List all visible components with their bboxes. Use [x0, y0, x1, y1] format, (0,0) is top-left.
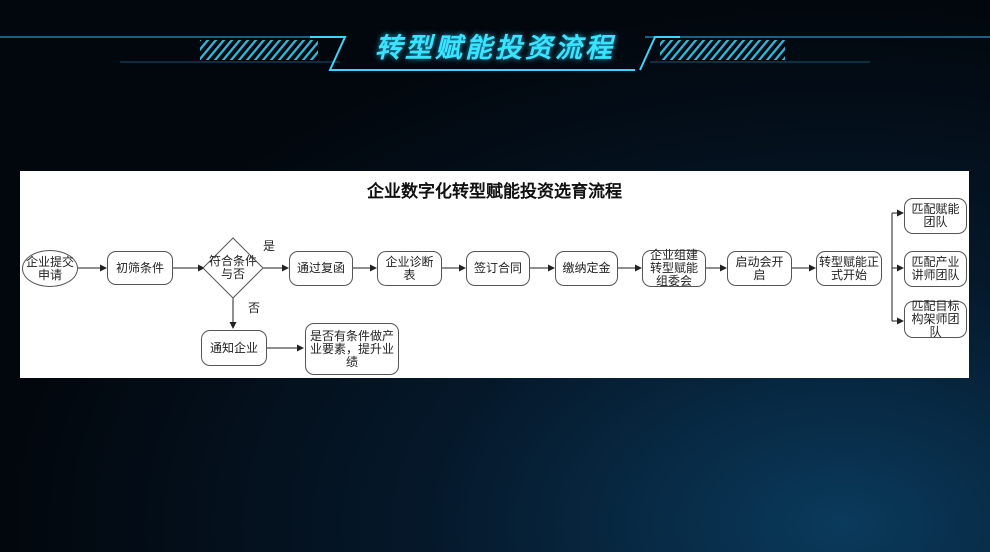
node-start: 转型赋能正式开始: [816, 251, 882, 286]
decision-diamond: [202, 237, 264, 299]
node-review: 通过复函: [289, 251, 353, 286]
node-committee: 企业组建转型赋能组委会: [642, 249, 706, 288]
flowchart-panel: 企业数字化转型赋能投资选育流程 企业提交申请 初筛条件: [20, 171, 969, 378]
node-deposit: 缴纳定金: [555, 251, 618, 286]
flowchart-connectors: [78, 209, 904, 352]
label-yes: 是: [262, 239, 275, 253]
page-title: 转型赋能投资流程: [375, 33, 615, 64]
header-decoration: [0, 36, 990, 71]
node-team3: 匹配目标构架师团队: [904, 300, 967, 339]
node-decision: 符合条件与否: [208, 254, 257, 281]
node-apply: 企业提交申请: [22, 250, 78, 287]
node-diagnosis: 企业诊断表: [377, 251, 442, 286]
node-notify: 通知企业: [201, 330, 267, 366]
diagram-title: 企业数字化转型赋能投资选育流程: [367, 182, 622, 202]
node-team1: 匹配赋能团队: [904, 198, 967, 234]
node-question: 是否有条件做产业要素，提升业绩: [305, 323, 399, 375]
node-team2: 匹配产业讲师团队: [904, 251, 967, 287]
label-no: 否: [247, 301, 260, 315]
node-screen: 初筛条件: [107, 251, 173, 285]
node-contract: 签订合同: [466, 251, 530, 286]
page-header: 转型赋能投资流程: [0, 0, 990, 80]
node-kickoff: 启动会开启: [727, 251, 792, 286]
